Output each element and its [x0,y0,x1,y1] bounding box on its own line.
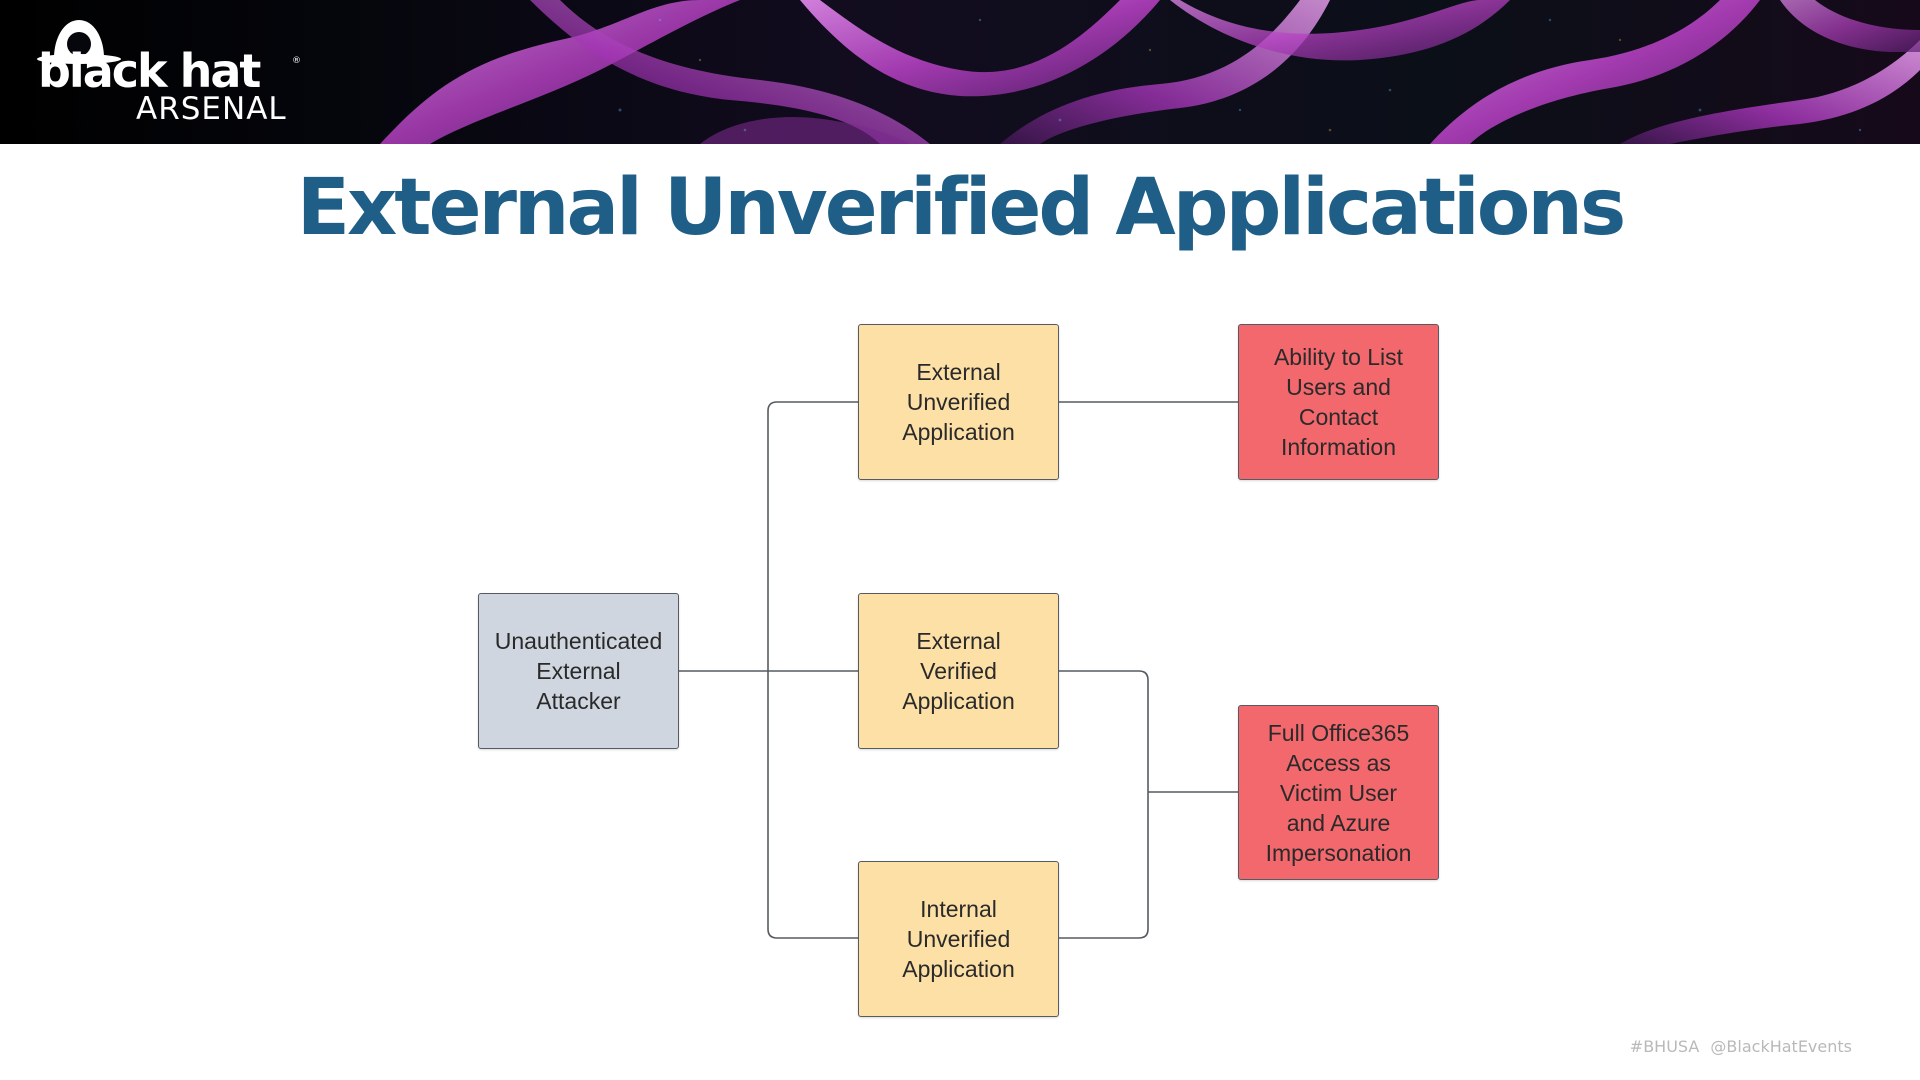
header-banner: black hat ® ARSENAL [0,0,1920,144]
slide-title: External Unverified Applications [296,163,1627,253]
edge-trunk-vertical [767,401,778,939]
logo-subtitle: ARSENAL [136,91,287,127]
node-unauthenticated-attacker: Unauthenticated External Attacker [478,593,679,749]
edge-ext-verified-to-full-access [1059,670,1149,939]
footer-handle: @BlackHatEvents [1710,1037,1852,1056]
node-external-unverified-application: External Unverified Application [858,324,1059,480]
footer-tags: #BHUSA @BlackHatEvents [1630,1037,1852,1056]
blackhat-arsenal-logo: black hat ® ARSENAL [36,14,306,132]
node-internal-unverified-application: Internal Unverified Application [858,861,1059,1017]
node-list-users-contact-info: Ability to List Users and Contact Inform… [1238,324,1439,480]
hat-icon [37,20,121,64]
banner-artwork [0,0,1920,144]
node-external-verified-application: External Verified Application [858,593,1059,749]
logo-wordmark: black hat [38,44,261,98]
footer-hashtag: #BHUSA [1629,1037,1700,1056]
logo-registered-mark: ® [292,56,301,66]
node-full-office365-access: Full Office365 Access as Victim User and… [1238,705,1439,880]
